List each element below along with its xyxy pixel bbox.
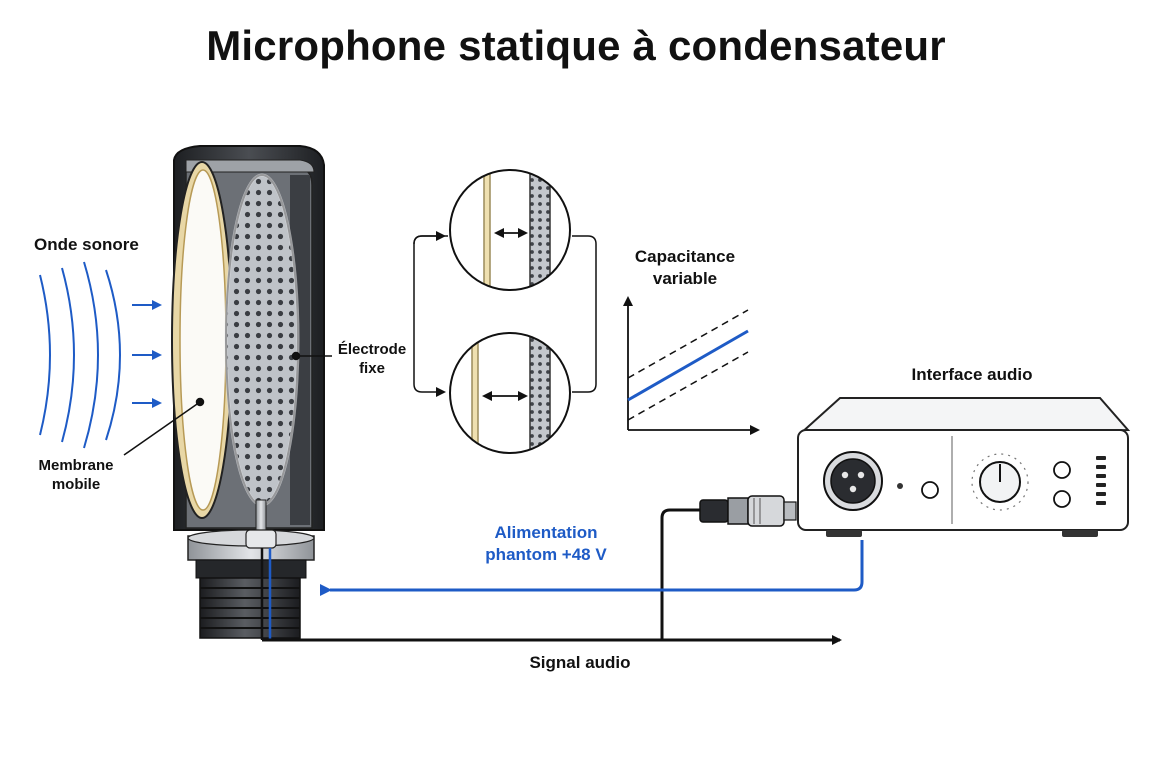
label-phantom-line2: phantom +48 V <box>485 545 607 564</box>
microphone-base <box>187 529 315 639</box>
label-capacitance: Capacitance variable <box>614 246 756 290</box>
label-signal-audio: Signal audio <box>529 653 631 672</box>
label-capacitance-line1: Capacitance <box>634 247 736 266</box>
xlr-cable <box>660 495 797 640</box>
label-electrode: Électrode fixe <box>334 340 410 378</box>
audio-interface-device <box>797 397 1131 537</box>
label-sound-wave: Onde sonore <box>34 235 139 254</box>
gain-knob-icon <box>971 453 1029 511</box>
diaphragm-membrane <box>171 161 233 519</box>
capacitance-line <box>627 329 749 402</box>
callout-lines <box>123 351 332 456</box>
phantom-power-line <box>320 540 864 596</box>
label-phantom-power: Alimentation phantom +48 V <box>476 522 616 566</box>
page-title: Microphone statique à condensateur <box>206 22 946 69</box>
label-membrane-line1: Membrane <box>38 457 114 474</box>
label-audio-interface: Interface audio <box>911 365 1033 384</box>
label-membrane: Membrane mobile <box>30 456 122 494</box>
level-meter <box>1096 456 1106 505</box>
label-electrode-line1: Électrode <box>337 341 407 358</box>
label-membrane-line2: mobile <box>51 476 101 493</box>
label-phantom-line1: Alimentation <box>494 523 598 542</box>
zoom-detail-compressed <box>449 332 571 454</box>
wave-arrows <box>132 300 162 408</box>
xlr-connector-icon <box>823 451 883 511</box>
label-capacitance-line2: variable <box>652 269 718 288</box>
zoom-detail-rest <box>449 169 571 291</box>
capacitance-upper-bound <box>627 309 749 379</box>
backplate-electrode <box>224 173 300 541</box>
zoom-brackets <box>413 231 597 397</box>
internal-wires <box>260 548 272 640</box>
sound-wave-icon <box>39 261 121 449</box>
label-electrode-line2: fixe <box>359 360 385 377</box>
capacitance-lower-bound <box>627 351 749 421</box>
thread-rings <box>199 577 301 639</box>
capacitance-graph <box>623 296 760 435</box>
